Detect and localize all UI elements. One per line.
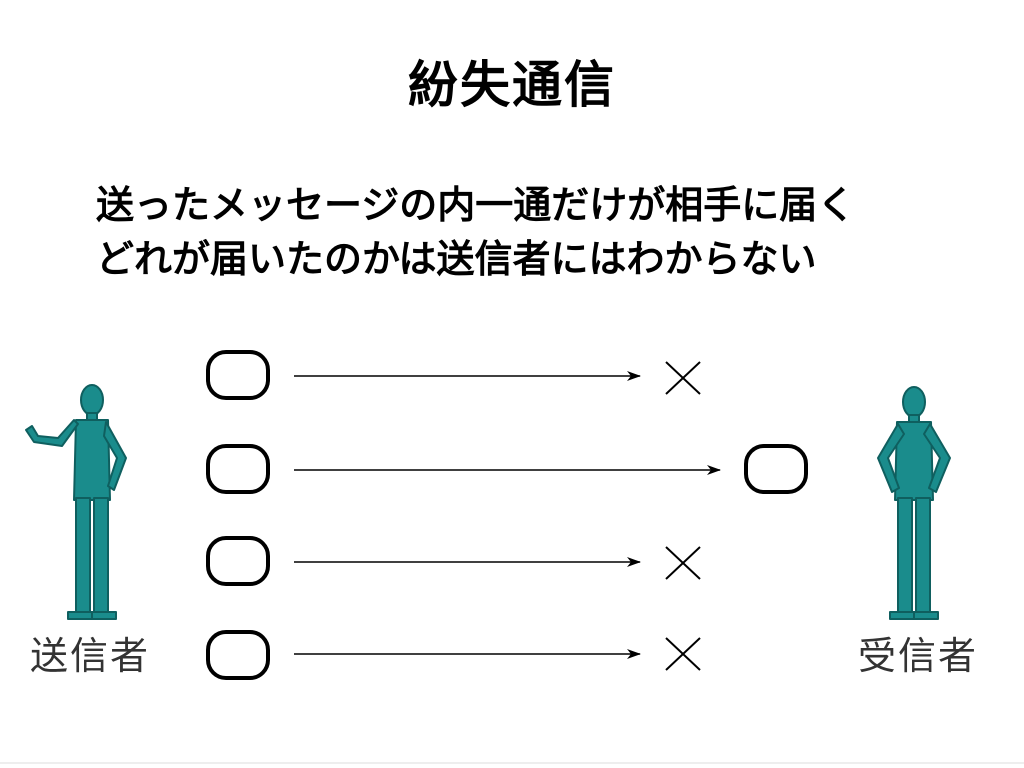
receiver-label: 受信者 (858, 634, 979, 678)
receiver-figure-icon (877, 386, 951, 620)
slide-bottom-divider (0, 762, 1024, 764)
message-row (206, 630, 701, 680)
message-row (206, 536, 701, 586)
sender-figure-icon (25, 384, 127, 620)
message-token (206, 444, 270, 494)
delivered-message-token (744, 444, 808, 494)
body-line: どれが届いたのかは送信者にはわからない (96, 237, 817, 281)
lost-cross-icon (665, 546, 701, 580)
slide-title: 紛失通信 (408, 56, 616, 114)
lost-cross-icon (665, 637, 701, 671)
lost-cross-icon (665, 361, 701, 395)
message-row (206, 444, 808, 494)
body-line: 送ったメッセージの内一通だけが相手に届く (96, 183, 856, 227)
message-token (206, 536, 270, 586)
sender-label: 送信者 (30, 634, 151, 678)
message-token (206, 630, 270, 680)
message-row (206, 350, 701, 400)
slide-body: 送ったメッセージの内一通だけが相手に届く どれが届いたのかは送信者にはわからない (96, 178, 976, 286)
message-token (206, 350, 270, 400)
